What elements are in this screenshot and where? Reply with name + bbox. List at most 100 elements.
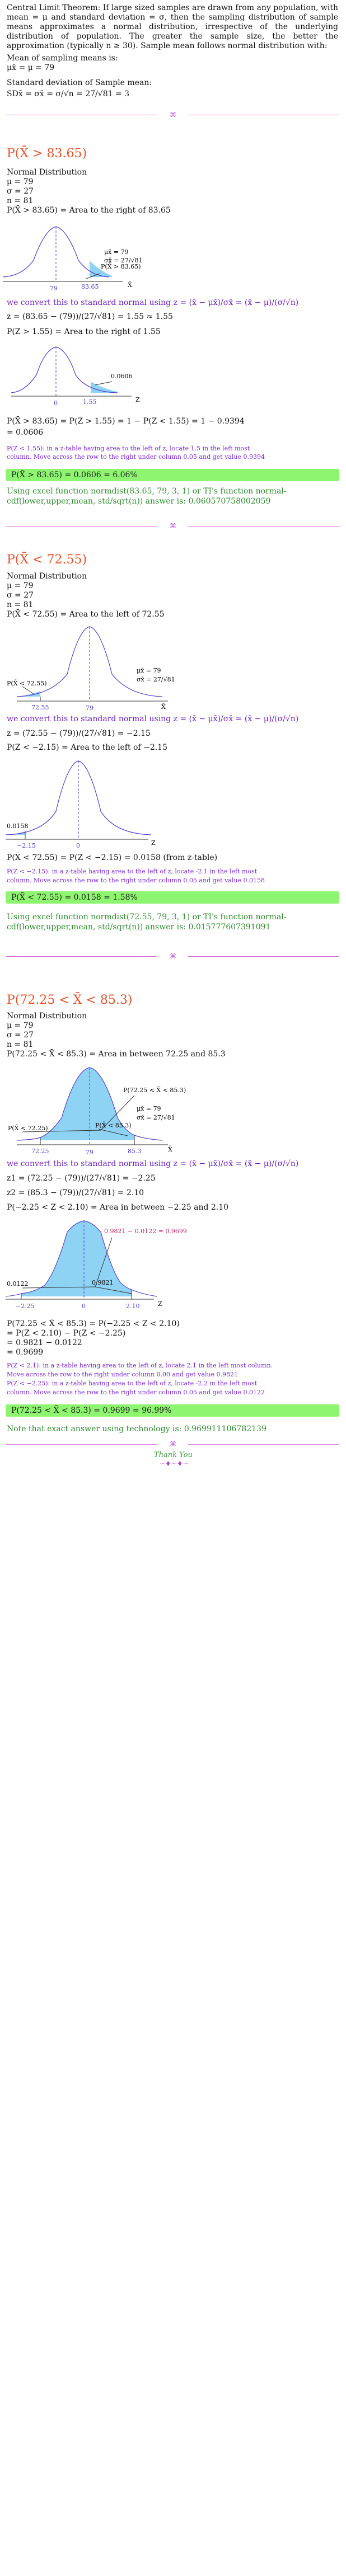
tick-label: 0 — [82, 1303, 86, 1310]
part3-z-area: P(−2.25 < Z < 2.10) = Area in between −2… — [7, 1203, 229, 1212]
part2-excel: Using excel function normdist(72.55, 79,… — [7, 913, 287, 922]
tick-label: 79 — [86, 704, 93, 712]
part3-tech: Note that exact answer using technology … — [7, 1425, 266, 1433]
part1-note: column. Move across the row to the right… — [7, 453, 265, 460]
part1-heading: P(X̄ > 83.65) — [7, 147, 87, 161]
axis-label: Z — [158, 1300, 162, 1308]
plot-label: 0.0606 — [111, 373, 133, 380]
part1-sample-plot: P(X̄ > 83.65) μx̄ = 79 σx̄ = 27/√81 79 8… — [2, 226, 143, 292]
part3-heading: P(72.25 < X̄ < 85.3) — [7, 993, 133, 1007]
part1-line: σ = 27 — [7, 187, 34, 196]
part3-sample-plot: P(72.25 < X̄ < 85.3) P(X̄ < 72.25) P(X̄ … — [8, 1067, 186, 1156]
part3-z2-eq: z2 = (85.3 − (79))/(27/√81) = 2.10 — [7, 1188, 144, 1197]
plot-label: P(72.25 < X̄ < 85.3) — [123, 1087, 186, 1094]
thanks-text: Thank You — [154, 1451, 193, 1459]
axis-label: X̄ — [128, 281, 132, 289]
plot-label: P(X̄ < 72.55) — [7, 680, 47, 687]
part2-z-eq: z = (72.55 − (79))/(27/√81) = −2.15 — [7, 729, 151, 738]
part3-line: μ = 79 — [7, 1021, 34, 1030]
plot-label: μx̄ = 79 — [137, 1105, 161, 1112]
ornament-icon: ∽♦∼♦∽ — [160, 1460, 189, 1468]
plot-label: 0.9821 — [92, 1279, 114, 1286]
plot-label: σx̄ = 27/√81 — [137, 1114, 175, 1121]
part2-excel: cdf(lower,upper,mean, std/sqrt(n)) answe… — [7, 923, 271, 932]
part1-line: P(X̄ > 83.65) = Area to the right of 83.… — [7, 206, 171, 215]
part2-convert: we convert this to standard normal using… — [7, 714, 299, 723]
axis-label: Z — [135, 396, 140, 403]
part2-line: μ = 79 — [7, 581, 34, 590]
mean-label: Mean of sampling means is: — [7, 54, 118, 63]
part1-z-area: P(Z > 1.55) = Area to the right of 1.55 — [7, 327, 161, 336]
axis-label: X̄ — [161, 703, 166, 711]
part3-result: P(72.25 < X̄ < 85.3) = P(−2.25 < Z < 2.1… — [7, 1319, 180, 1328]
tick-label: 2.10 — [126, 1303, 140, 1310]
plot-label: σx̄ = 27/√81 — [104, 257, 143, 264]
tick-label: 85.3 — [128, 1148, 142, 1155]
plot-label: P(X̄ > 83.65) — [101, 263, 141, 270]
part1-result: P(X̄ > 83.65) = P(Z > 1.55) = 1 − P(Z < … — [7, 417, 245, 426]
part1-note: P(Z < 1.55): in a z-table having area to… — [7, 445, 250, 452]
answer-text: P(X̄ < 72.55) = 0.0158 = 1.58% — [11, 893, 138, 902]
answer-text: P(72.25 < X̄ < 85.3) = 0.9699 = 96.99% — [11, 1406, 172, 1415]
tick-label: 0 — [76, 842, 80, 848]
part1-answer-box: P(X̄ > 83.65) = 0.0606 = 6.06% — [6, 469, 339, 481]
plot-label: 0.0122 — [7, 1280, 29, 1287]
tick-label: 1.55 — [83, 398, 97, 406]
tick-label: 79 — [86, 1149, 93, 1156]
part3-answer-box: P(72.25 < X̄ < 85.3) = 0.9699 = 96.99% — [6, 1404, 339, 1417]
part3-line: σ = 27 — [7, 1031, 34, 1040]
part2-heading: P(X̄ < 72.55) — [7, 553, 87, 567]
sd-equation: SDx̄ = σx̄ = σ/√n = 27/√81 = 3 — [7, 90, 130, 98]
axis-label: Z — [151, 839, 156, 847]
section-separator: ⌘ — [6, 952, 339, 960]
part1-excel: Using excel function normdist(83.65, 79,… — [7, 487, 287, 496]
part2-z-plot: 0.0158 −2.15 0 Z — [5, 760, 156, 848]
tick-label: 72.25 — [31, 1148, 49, 1155]
part2-line: n = 81 — [7, 600, 34, 609]
part3-note: P(Z < 2.1): in a z-table having area to … — [7, 1362, 273, 1369]
part1-excel: cdf(lower,upper,mean, std/sqrt(n)) answe… — [7, 497, 271, 506]
answer-text: P(X̄ > 83.65) = 0.0606 = 6.06% — [11, 471, 138, 480]
part1-line: μ = 79 — [7, 177, 34, 186]
closing-separator: ⌘ — [6, 1440, 339, 1448]
part3-result: = 0.9699 — [7, 1348, 44, 1357]
plot-label: μx̄ = 79 — [137, 667, 161, 674]
part2-result: P(X̄ < 72.55) = P(Z < −2.15) = 0.0158 (f… — [7, 853, 218, 862]
part2-sample-plot: P(X̄ < 72.55) μx̄ = 79 σx̄ = 27/√81 72.5… — [7, 626, 175, 712]
part3-note: Move across the row to the right under c… — [7, 1371, 239, 1378]
part2-line: Normal Distribution — [7, 572, 87, 581]
plot-label: 0.9821 − 0.0122 = 0.9699 — [104, 1228, 187, 1235]
mean-equation: μx̄ = μ = 79 — [7, 63, 55, 72]
part2-z-area: P(Z < −2.15) = Area to the left of −2.15 — [7, 743, 167, 752]
part1-convert: we convert this to standard normal using… — [7, 298, 299, 307]
part1-z-eq: z = (83.65 − (79))/(27/√81) = 1.55 ≈ 1.5… — [7, 312, 173, 321]
part1-line: Normal Distribution — [7, 168, 87, 177]
part2-line: P(X̄ < 72.55) = Area to the left of 72.5… — [7, 610, 165, 619]
axis-label: X̄ — [168, 1146, 172, 1153]
part3-result: = 0.9821 − 0.0122 — [7, 1338, 82, 1347]
part2-note: column. Move across the row to the right… — [7, 877, 265, 884]
part3-result: = P(Z < 2.10) − P(Z < −2.25) — [7, 1329, 126, 1338]
part1-line: n = 81 — [7, 196, 34, 205]
section-separator: ⌘ — [6, 111, 339, 119]
plot-label: σx̄ = 27/√81 — [137, 676, 175, 683]
part3-convert: we convert this to standard normal using… — [7, 1159, 299, 1168]
sd-label: Standard deviation of Sample mean: — [7, 78, 152, 87]
plot-label: P(X̄ < 85.3) — [95, 1122, 132, 1129]
tick-label: −2.25 — [16, 1303, 35, 1310]
plot-label: P(X̄ < 72.25) — [8, 1125, 48, 1132]
part3-line: n = 81 — [7, 1040, 34, 1049]
tick-label: 83.65 — [81, 283, 99, 290]
part3-line: P(72.25 < X̄ < 85.3) = Area in between 7… — [7, 1050, 226, 1059]
part2-note: P(Z < −2.15): in a z-table having area t… — [7, 868, 258, 875]
plot-label: 0.0158 — [7, 822, 29, 830]
tick-label: 79 — [50, 285, 58, 292]
part2-line: σ = 27 — [7, 591, 34, 600]
tick-label: 0 — [54, 399, 58, 407]
part3-z-plot: 0.9821 − 0.0122 = 0.9699 0.0122 0.9821 −… — [5, 1220, 187, 1310]
part1-result: = 0.0606 — [7, 428, 44, 437]
part3-note: P(Z < −2.25): in a z-table having area t… — [7, 1380, 258, 1387]
section-separator: ⌘ — [6, 522, 339, 530]
part2-answer-box: P(X̄ < 72.55) = 0.0158 = 1.58% — [6, 891, 339, 904]
intro-paragraph: Central Limit Theorem: If large sized sa… — [7, 3, 338, 50]
